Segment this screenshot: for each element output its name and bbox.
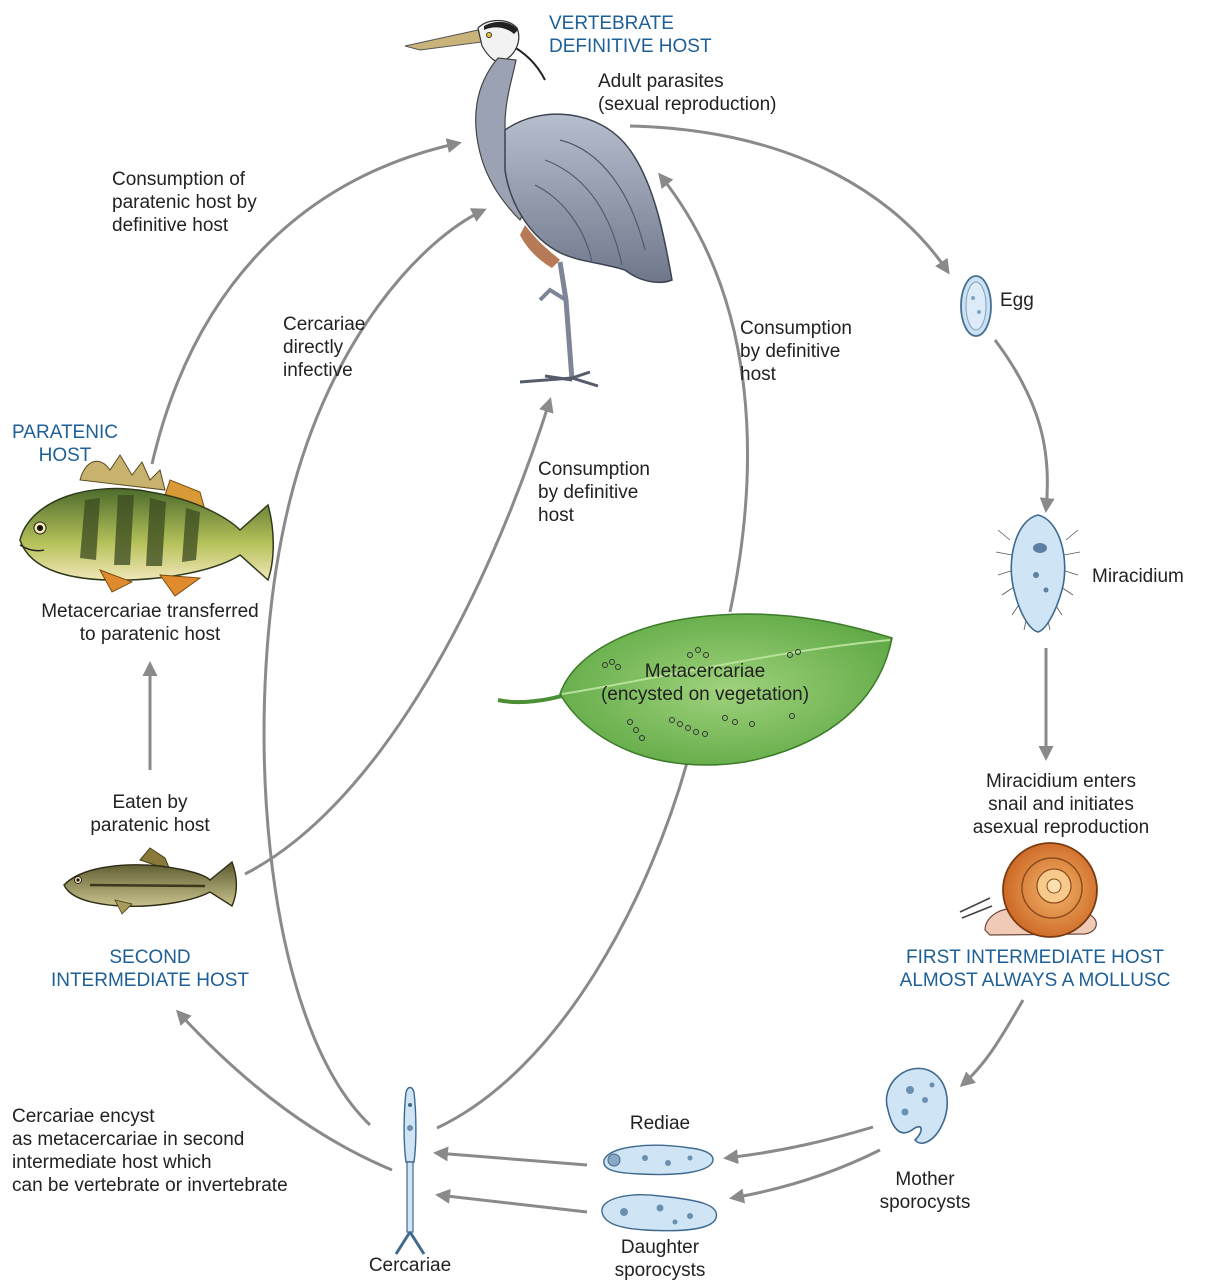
consumption-second-label: Consumption by definitive host — [538, 459, 650, 526]
arrow-snail-to-mother — [959, 999, 1025, 1087]
second-intermediate-host-label: SECOND INTERMEDIATE HOST — [50, 947, 250, 991]
first-intermediate-host-label: FIRST INTERMEDIATE HOST ALMOST ALWAYS A … — [899, 947, 1171, 991]
arrow-perch-to-heron — [150, 138, 462, 465]
leaf-icon — [497, 613, 893, 766]
egg-label: Egg — [1000, 290, 1034, 311]
adult-parasites-label: Adult parasites (sexual reproduction) — [598, 71, 777, 115]
arrow-rediae-to-cercariae — [433, 1146, 588, 1167]
perch-icon — [19, 454, 274, 597]
arrow-heron-to-egg — [629, 124, 950, 275]
arrow-leaf-to-heron — [658, 172, 749, 613]
arrow-cercariae-direct — [262, 208, 487, 1127]
miracidium-icon — [995, 514, 1081, 633]
egg-icon — [960, 275, 992, 337]
mother-sporocysts-label: Mother sporocysts — [879, 1169, 971, 1213]
arrow-mother-to-rediae — [723, 1125, 874, 1165]
miracidium-label: Miracidium — [1092, 566, 1184, 587]
minnow-icon — [63, 847, 238, 915]
rediae-label: Rediae — [629, 1113, 691, 1134]
arrow-cercariae-to-leaf — [436, 749, 695, 1130]
redia-icon — [603, 1144, 714, 1176]
cercariae-encyst-label: Cercariae encyst as metacercariae in sec… — [12, 1106, 288, 1196]
daughter-sporocyst-icon — [601, 1194, 718, 1232]
paratenic-host-label: PARATENIC HOST — [12, 422, 118, 466]
cercariae-label: Cercariae — [368, 1255, 452, 1276]
miracidium-enters-label: Miracidium enters snail and initiates as… — [972, 771, 1150, 838]
mother-sporocyst-icon — [885, 1067, 949, 1144]
metacercariae-leaf-label: Metacercariae (encysted on vegetation) — [600, 661, 810, 705]
cercariae-direct-label: Cercariae directly infective — [283, 314, 366, 381]
eaten-by-paratenic-label: Eaten by paratenic host — [90, 792, 210, 836]
arrows — [142, 124, 1055, 1214]
daughter-sporocysts-label: Daughter sporocysts — [614, 1237, 706, 1281]
arrow-cercariae-to-second — [175, 1009, 393, 1172]
arrow-daughter-to-cercariae — [435, 1188, 588, 1214]
definitive-host-label: VERTEBRATE DEFINITIVE HOST — [549, 13, 712, 57]
consumption-vegetation-label: Consumption by definitive host — [740, 318, 852, 385]
arrow-mother-to-daughter — [729, 1148, 881, 1204]
consumption-paratenic-label: Consumption of paratenic host by definit… — [112, 169, 257, 236]
cercaria-icon — [394, 1086, 426, 1255]
metacercariae-transferred-label: Metacercariae transferred to paratenic h… — [41, 601, 259, 645]
arrow-egg-to-miracidium — [993, 339, 1055, 513]
snail-icon — [959, 842, 1098, 938]
arrow-minnow-to-heron — [244, 397, 554, 876]
heron-icon — [404, 19, 673, 388]
